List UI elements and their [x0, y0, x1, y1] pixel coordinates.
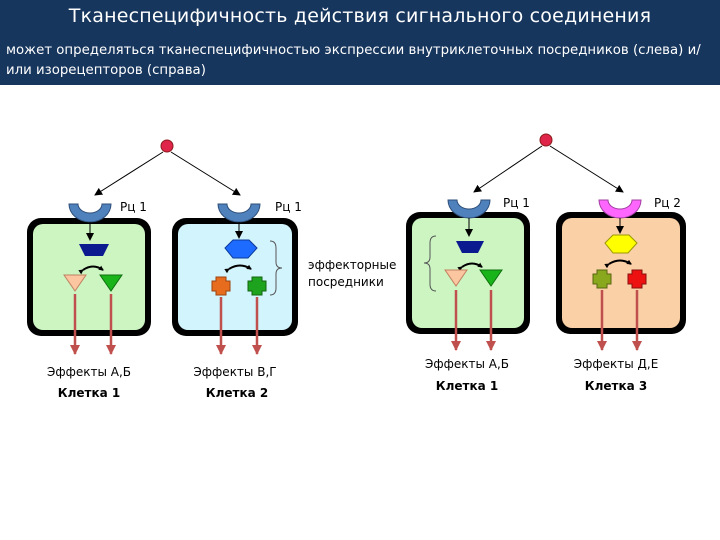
header-bar: Тканеспецифичность действия сигнального … [0, 0, 720, 85]
mediator-cross-orange [211, 276, 231, 296]
receptor-label: Рц 1 [275, 200, 302, 214]
cell-label: Клетка 3 [585, 379, 647, 393]
cell-body [178, 224, 292, 330]
mediator-triangle-peach [444, 269, 468, 287]
mediator-triangle-peach [63, 274, 87, 292]
effects-label: Эффекты В,Г [193, 365, 276, 379]
slide-title: Тканеспецифичность действия сигнального … [68, 5, 652, 27]
receptor-label: Рц 1 [120, 200, 147, 214]
signal-arrow-3 [473, 145, 543, 193]
slide-subtitle: может определяться тканеспецифичностью э… [6, 43, 701, 78]
ligand-left [160, 139, 174, 153]
effects-label: Эффекты А,Б [47, 365, 131, 379]
cell-1-right [406, 199, 530, 351]
receptor-label: Рц 1 [503, 196, 530, 210]
signal-arrow-2 [170, 151, 241, 196]
mediator-cross-red [627, 269, 647, 289]
receptor-cup [447, 199, 491, 219]
cell-body [33, 224, 145, 330]
mediator-triangle-green [479, 269, 503, 287]
effects-label: Эффекты Д,Е [574, 357, 659, 371]
receptor-cup [217, 203, 261, 223]
effector-trapezoid [456, 241, 484, 253]
ligand-right [539, 133, 553, 147]
signal-arrow-4 [549, 145, 624, 193]
brace-left [423, 235, 437, 292]
cell-body [412, 218, 524, 328]
cell-label: Клетка 1 [436, 379, 498, 393]
cell-2 [172, 203, 298, 355]
cell-label: Клетка 2 [206, 386, 268, 400]
effector-label-line1: эффекторные [308, 258, 396, 272]
receptor-label: Рц 2 [654, 196, 681, 210]
mediator-cross-green [247, 276, 267, 296]
effector-pentagon-yellow [604, 234, 638, 254]
effector-pentagon-blue [224, 239, 258, 259]
effector-trapezoid [79, 244, 109, 256]
receptor-cup-magenta [598, 199, 642, 219]
signal-arrow-1 [94, 151, 164, 196]
receptor-cup [68, 203, 112, 223]
cell-label: Клетка 1 [58, 386, 120, 400]
cell-1-left [27, 203, 151, 355]
cell-body [562, 218, 680, 328]
mediator-cross-olive [592, 269, 612, 289]
mediator-triangle-green [99, 274, 123, 292]
cell-3 [556, 199, 686, 351]
effects-label: Эффекты А,Б [425, 357, 509, 371]
brace-right [269, 240, 283, 296]
effector-label-line2: посредники [308, 275, 384, 289]
